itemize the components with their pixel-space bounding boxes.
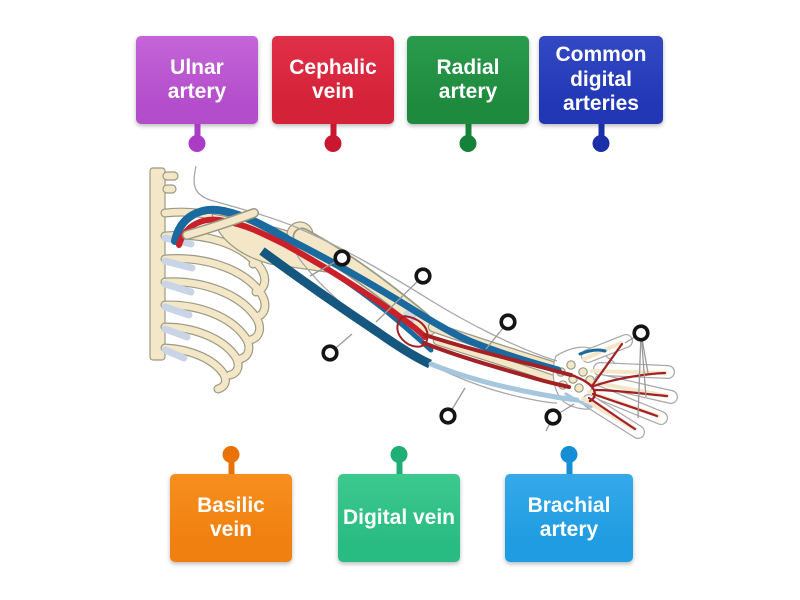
label-card-digital-vein[interactable]: Digital vein	[338, 446, 460, 562]
pin-icon	[560, 446, 578, 474]
pin-icon	[592, 124, 610, 152]
answer-spot-7[interactable]	[632, 324, 650, 342]
label-text: Digital vein	[342, 505, 456, 529]
answer-spot-5[interactable]	[439, 407, 457, 425]
label-card-ulnar-artery[interactable]: Ulnar artery	[136, 36, 258, 152]
label-card-common-digital-arteries[interactable]: Common digital arteries	[539, 36, 663, 152]
answer-spot-6[interactable]	[544, 408, 562, 426]
label-text: Ulnar artery	[167, 55, 227, 103]
answer-spot-2[interactable]	[414, 267, 432, 285]
pin-icon	[188, 124, 206, 152]
pin-icon	[459, 124, 477, 152]
leader-line	[640, 332, 647, 398]
label-text: Brachial artery	[527, 493, 611, 541]
pin-icon	[222, 446, 240, 474]
pin-icon	[390, 446, 408, 474]
pin-icon	[324, 124, 342, 152]
leader-line	[375, 275, 424, 323]
label-card-brachial-artery[interactable]: Brachial artery	[505, 446, 633, 562]
answer-spot-1[interactable]	[333, 249, 351, 267]
label-text: Basilic vein	[197, 493, 265, 541]
label-text: Common digital arteries	[555, 43, 647, 116]
label-card-basilic-vein[interactable]: Basilic vein	[170, 446, 292, 562]
leader-line	[637, 332, 642, 419]
label-card-cephalic-vein[interactable]: Cephalic vein	[272, 36, 394, 152]
clavicle	[182, 208, 259, 240]
label-text: Cephalic vein	[289, 55, 377, 103]
answer-spot-3[interactable]	[321, 344, 339, 362]
answer-spot-4[interactable]	[499, 313, 517, 331]
label-card-radial-artery[interactable]: Radial artery	[407, 36, 529, 152]
label-text: Radial artery	[436, 55, 500, 103]
